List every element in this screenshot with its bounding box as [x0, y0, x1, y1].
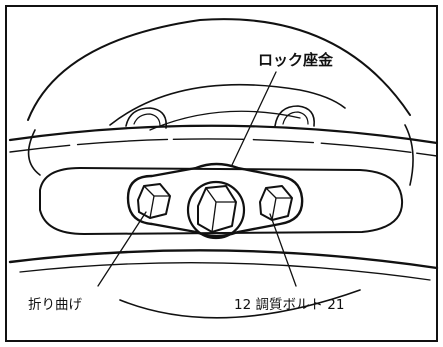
center-bolt-head	[186, 180, 246, 240]
right-bolt-head	[259, 185, 293, 221]
upper-right-bolt	[274, 105, 315, 127]
hub-lower-arc	[119, 289, 361, 319]
leader-bolt	[269, 213, 297, 287]
flange-upper-line-2	[9, 138, 438, 157]
flange-lower-line-2	[19, 262, 431, 281]
leader-bend	[97, 211, 147, 287]
hub-left-edge	[27, 129, 41, 176]
diagram-border	[5, 5, 438, 342]
leader-lock-washer	[231, 71, 277, 166]
left-bolt-head	[137, 183, 171, 219]
upper-left-bolt	[125, 107, 167, 129]
label-bolt: 12 調質ボルト 21	[234, 297, 344, 313]
flange-lower-line	[8, 249, 439, 270]
lock-washer	[126, 162, 304, 238]
hub-right-edge	[404, 124, 414, 186]
label-lock-washer: ロック座金	[258, 51, 334, 69]
hub-outer-arc	[27, 18, 411, 121]
flange-upper-line	[8, 124, 439, 145]
label-bend: 折り曲げ	[28, 297, 82, 313]
hub-inner-arc	[109, 83, 346, 126]
slotted-plate	[39, 167, 404, 235]
